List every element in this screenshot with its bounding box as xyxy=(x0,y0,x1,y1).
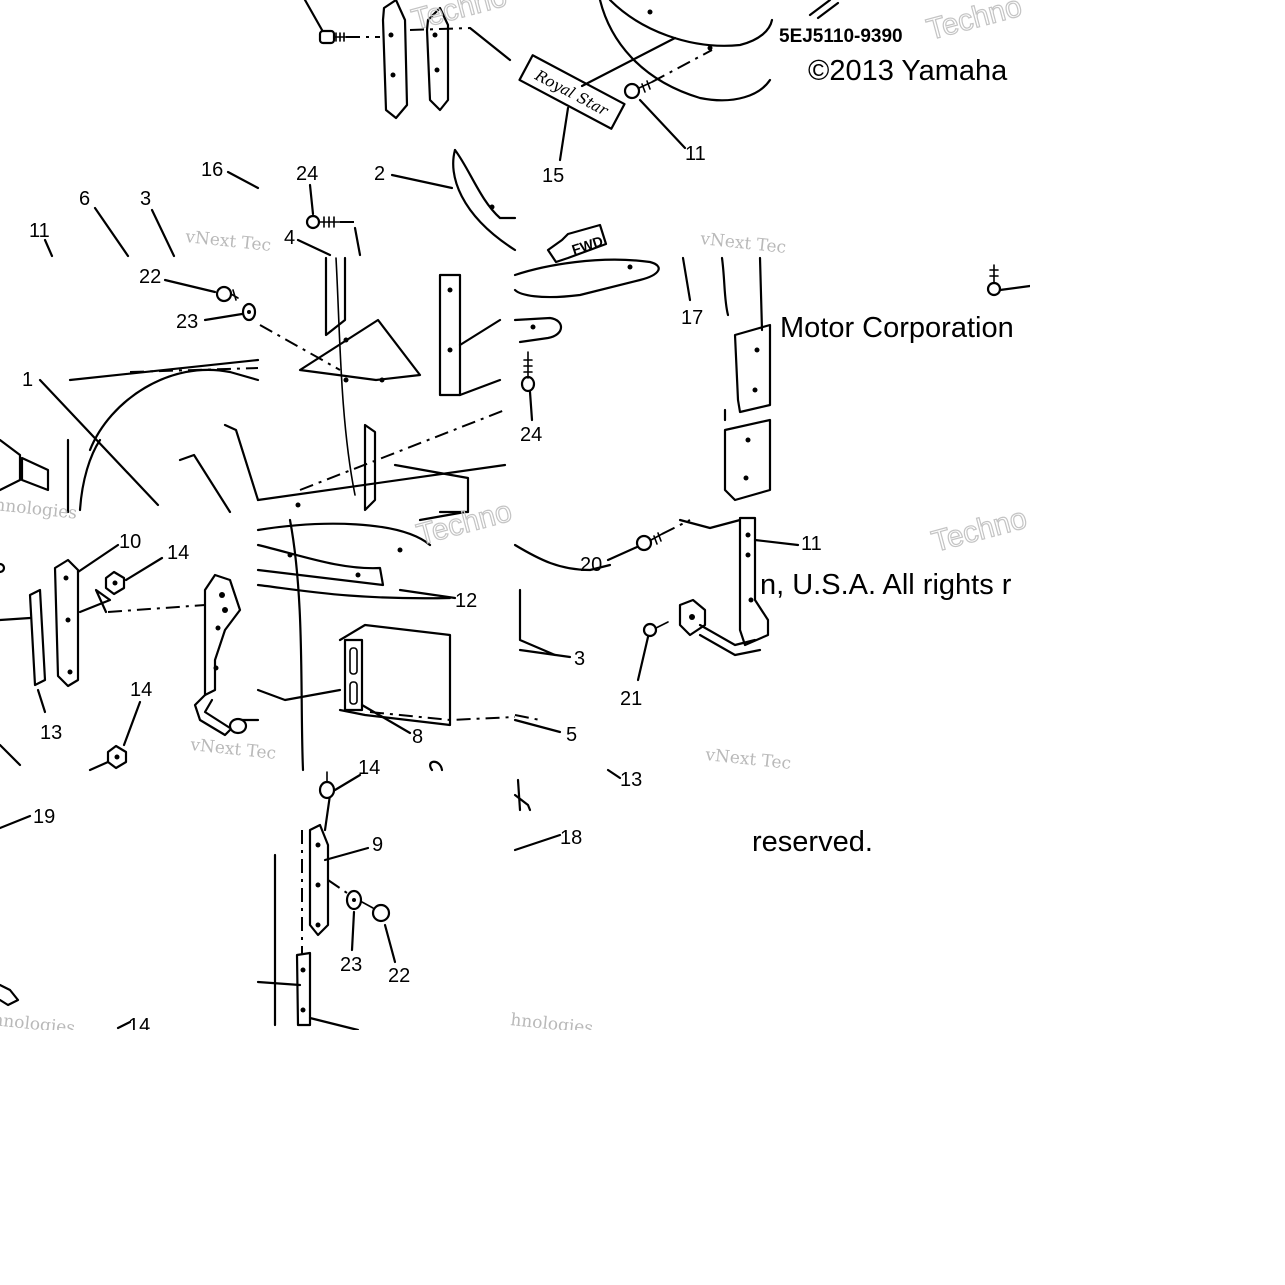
watermark-large: Techno xyxy=(923,0,1025,47)
copyright-line-3: n, U.S.A. All rights r xyxy=(760,569,1012,601)
callout-label: 20 xyxy=(580,554,602,576)
callout-label: 14 xyxy=(167,542,189,564)
watermark-brand: vNext Tec xyxy=(703,745,792,774)
screw-11-top xyxy=(623,80,653,100)
callout-label: 23 xyxy=(176,311,198,333)
watermark-large: Techno xyxy=(928,502,1030,559)
callout-label: 19 xyxy=(33,806,55,828)
callout-label: 8 xyxy=(412,726,423,748)
bolt-20 xyxy=(635,532,663,552)
nut-14-lower-left xyxy=(106,744,128,770)
copyright-line-4: reserved. xyxy=(752,826,873,858)
watermark-large: Techno xyxy=(413,495,515,552)
callout-label: 12 xyxy=(455,590,477,612)
callout-label: 22 xyxy=(139,266,161,288)
diagram-linework: Royal Star FWD xyxy=(0,0,1032,1032)
callout-label: 2 xyxy=(374,163,385,185)
screw-right xyxy=(986,264,1002,297)
screw-24-lower xyxy=(520,351,536,393)
bolt-22-lower xyxy=(361,901,391,923)
screw-top-left xyxy=(318,29,347,45)
callout-label: 13 xyxy=(620,769,642,791)
bolt-14-lower xyxy=(318,771,336,800)
callout-label: 23 xyxy=(340,954,362,976)
washer-23-mid xyxy=(241,302,257,322)
watermark-large: Techno xyxy=(408,0,510,37)
callout-label: 17 xyxy=(681,307,703,329)
callout-label: 1 xyxy=(22,369,33,391)
callout-layer: 11 15 16 24 2 6 3 11 4 22 23 17 1 24 10 … xyxy=(22,143,822,1037)
page-background-right xyxy=(1030,90,1285,1030)
callout-label: 3 xyxy=(140,188,151,210)
callout-label: 11 xyxy=(29,220,50,242)
diagram-part-number: 5EJ5110-9390 xyxy=(779,26,903,47)
callout-label: 14 xyxy=(358,757,380,779)
bolt-22-mid xyxy=(215,285,239,303)
callout-label: 16 xyxy=(201,159,223,181)
copyright-line-2: Motor Corporation xyxy=(780,312,1014,344)
callout-label: 21 xyxy=(620,688,642,710)
callout-label: 4 xyxy=(284,227,295,249)
screw-24-upper xyxy=(305,214,341,230)
callout-label: 6 xyxy=(79,188,90,210)
callout-label: 5 xyxy=(566,724,577,746)
royal-star-emblem: Royal Star xyxy=(518,54,626,130)
callout-label: 9 xyxy=(372,834,383,856)
washer-23-lower xyxy=(345,889,363,911)
copyright-line-1: ©2013 Yamaha xyxy=(808,55,1008,87)
callout-label: 14 xyxy=(130,679,152,701)
callout-label: 13 xyxy=(40,722,62,744)
callout-label: 3 xyxy=(574,648,585,670)
watermark-brand: vNext Tec xyxy=(698,229,787,258)
page-background-bottom xyxy=(0,1030,1285,1285)
nut-14-mid xyxy=(104,570,126,596)
fwd-label: FWD xyxy=(546,223,608,264)
caption-layer: 5EJ5110-9390 ©2013 Yamaha Motor Corporat… xyxy=(752,26,1014,858)
callout-label: 11 xyxy=(685,143,706,165)
callout-label: 24 xyxy=(520,424,542,446)
watermark-brand: vNext Tec xyxy=(183,227,272,256)
callout-label: 15 xyxy=(542,165,564,187)
watermark-suffix: hnologies xyxy=(0,495,78,524)
callout-label: 11 xyxy=(801,533,822,555)
callout-label: 22 xyxy=(388,965,410,987)
watermark-brand: vNext Tec xyxy=(188,735,277,764)
callout-label: 10 xyxy=(119,531,141,553)
callout-label: 18 xyxy=(560,827,582,849)
bolt-21 xyxy=(642,621,669,638)
watermark-layer: vNext Tec vNext Tec vNext Tec vNext Tec … xyxy=(0,0,1031,1039)
callout-label: 24 xyxy=(296,163,318,185)
